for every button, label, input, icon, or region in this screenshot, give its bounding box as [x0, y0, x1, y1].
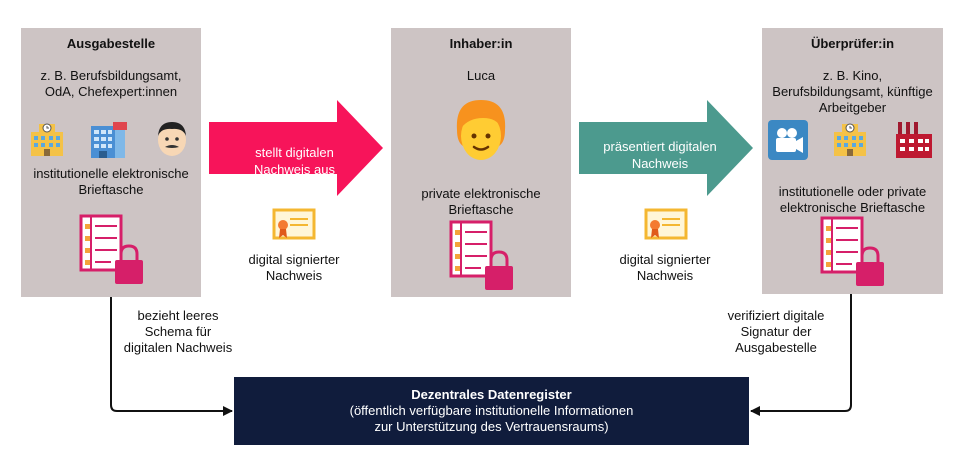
decentralized-registry-box: Dezentrales Datenregister (öffentlich ve… [234, 377, 749, 445]
registry-description-line1: (öffentlich verfügbare institutionelle I… [349, 403, 634, 418]
issuer-registry-connector [110, 297, 233, 416]
issuer-wallet-line2: Brieftasche [78, 182, 144, 197]
issuer-examples-line1: z. B. Berufsbildungsamt, [40, 68, 182, 83]
holder-box: Inhaber:in Luca private elektronische Br… [391, 28, 571, 297]
registry-title: Dezentrales Datenregister [411, 387, 572, 402]
present-arrow-label-line2: Nachweis [631, 156, 689, 171]
verify-note-line3: Ausgabestelle [735, 340, 817, 355]
verify-note-line2: Signatur der [740, 324, 812, 339]
locked-wallet-icon [79, 214, 143, 284]
credential1-line1: digital signierter [248, 252, 340, 267]
verifier-title: Überprüfer:in [810, 36, 895, 51]
credential1-line2: Nachweis [265, 268, 323, 283]
certificate-icon [644, 208, 688, 240]
verifier-examples-line2: Berufsbildungsamt, künftige [772, 84, 933, 99]
person-face-icon [456, 100, 506, 160]
present-arrow-label-line1: präsentiert digitalen [603, 139, 717, 154]
man-face-icon [158, 122, 186, 156]
verifier-examples-line1: z. B. Kino, [822, 68, 883, 83]
issuer-title: Ausgabestelle [66, 36, 156, 51]
movie-camera-icon [768, 120, 808, 160]
present-arrow [579, 100, 753, 196]
issuer-wallet-line1: institutionelle elektronische [33, 166, 189, 181]
factory-icon [896, 122, 932, 158]
schema-note-line1: bezieht leeres [137, 308, 219, 323]
schema-note-line3: digitalen Nachweis [123, 340, 233, 355]
school-building-icon [834, 123, 866, 156]
holder-wallet-line2: Brieftasche [448, 202, 514, 217]
verifier-registry-connector [750, 294, 852, 416]
holder-wallet-line1: private elektronische [421, 186, 541, 201]
holder-name: Luca [466, 68, 496, 83]
verifier-wallet-line2: elektronische Brieftasche [779, 200, 926, 215]
issue-arrow-label-line2: Nachweis aus [254, 162, 335, 177]
registry-description-line2: zur Unterstützung des Vertrauensraums) [374, 419, 609, 434]
locked-wallet-icon [820, 216, 884, 286]
verify-note-line1: verifiziert digitale [727, 308, 825, 323]
office-building-icon [91, 122, 127, 158]
locked-wallet-icon [449, 220, 513, 290]
verifier-wallet-line1: institutionelle oder private [778, 184, 927, 199]
verifier-box: Überprüfer:in z. B. Kino, Berufsbildungs… [762, 28, 943, 294]
holder-title: Inhaber:in [449, 36, 513, 51]
credential2-line2: Nachweis [636, 268, 694, 283]
schema-note-line2: Schema für [144, 324, 212, 339]
issue-arrow-label-line1: stellt digitalen [255, 145, 334, 160]
issuer-box: Ausgabestelle z. B. Berufsbildungsamt, O… [21, 28, 201, 297]
credential2-line1: digital signierter [619, 252, 711, 267]
issuer-examples-line2: OdA, Chefexpert:innen [44, 84, 178, 99]
certificate-icon [272, 208, 316, 240]
school-building-icon [31, 123, 63, 156]
verifier-examples-line3: Arbeitgeber [818, 100, 887, 115]
issue-arrow [209, 100, 383, 196]
